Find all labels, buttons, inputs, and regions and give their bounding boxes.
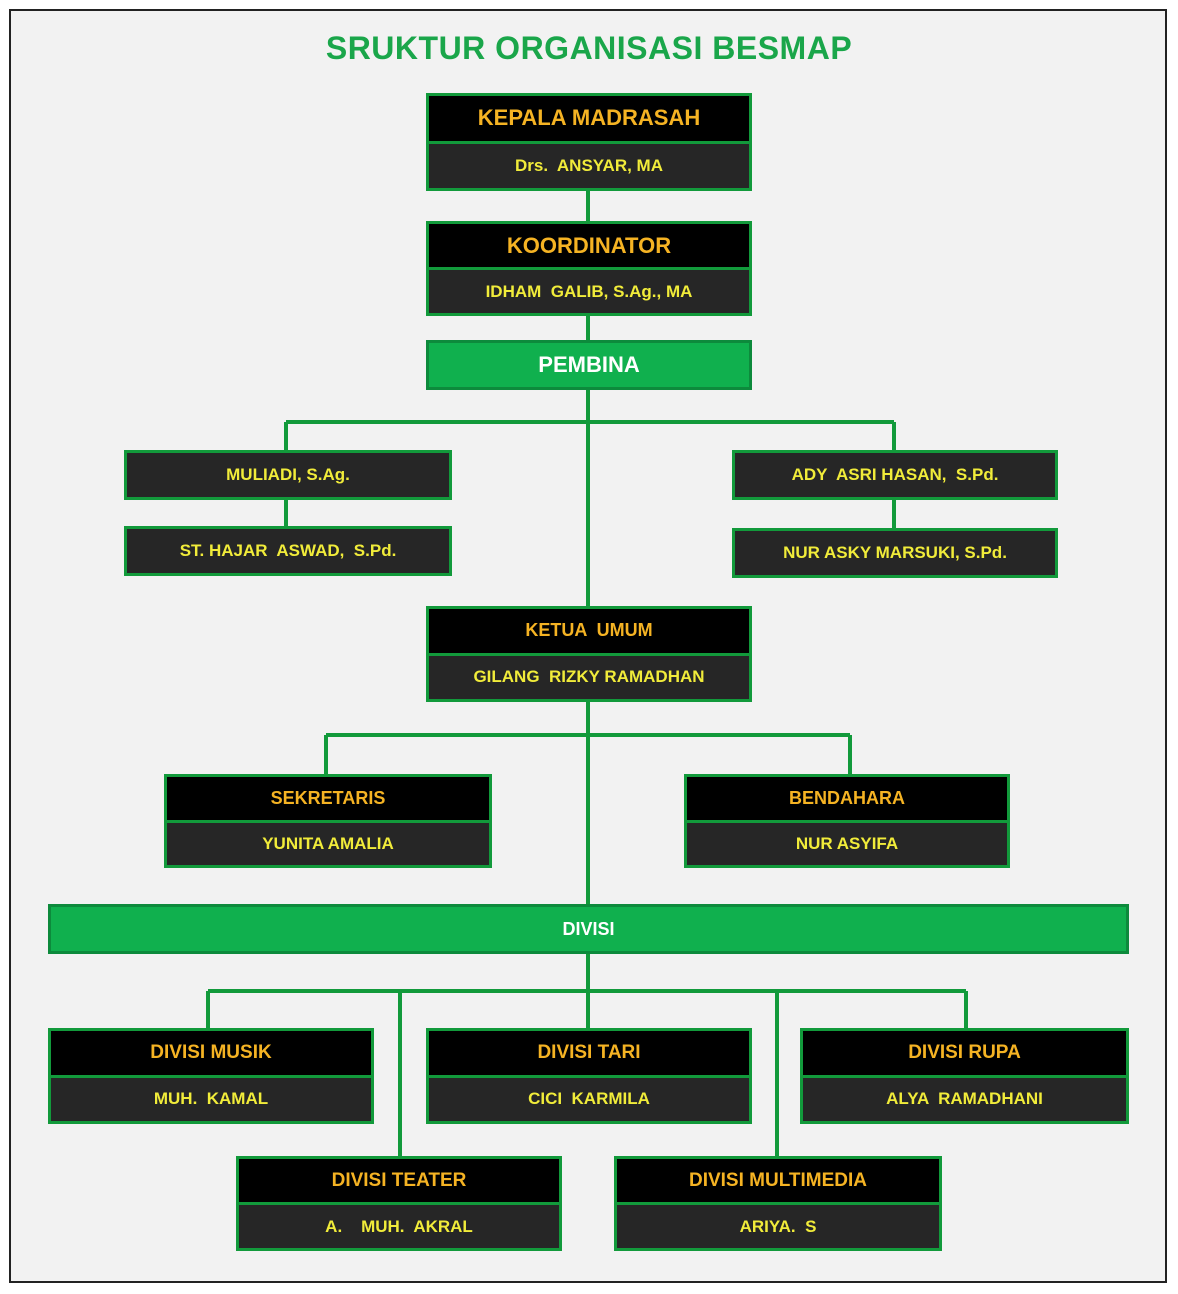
box-separator bbox=[429, 1074, 749, 1078]
koordinator-name: IDHAM GALIB, S.Ag., MA bbox=[429, 270, 749, 313]
pembina-bar: PEMBINA bbox=[426, 340, 752, 390]
box-separator bbox=[687, 819, 1007, 823]
kepala-madrasah-box: KEPALA MADRASAH Drs. ANSYAR, MA bbox=[426, 93, 752, 191]
divisi-musik-role: DIVISI MUSIK bbox=[51, 1031, 371, 1075]
box-separator bbox=[617, 1202, 939, 1205]
box-separator bbox=[429, 140, 749, 144]
divisi-rupa-name: ALYA RAMADHANI bbox=[803, 1077, 1126, 1121]
pembina-member-name: ADY ASRI HASAN, S.Pd. bbox=[735, 453, 1055, 497]
ketua-umum-box: KETUA UMUM GILANG RIZKY RAMADHAN bbox=[426, 606, 752, 702]
ketua-umum-name: GILANG RIZKY RAMADHAN bbox=[429, 655, 749, 699]
divisi-multimedia-box: DIVISI MULTIMEDIA ARIYA. S bbox=[614, 1156, 942, 1251]
bendahara-box: BENDAHARA NUR ASYIFA bbox=[684, 774, 1010, 868]
pembina-member-box: ST. HAJAR ASWAD, S.Pd. bbox=[124, 526, 452, 576]
divisi-tari-name: CICI KARMILA bbox=[429, 1077, 749, 1121]
koordinator-box: KOORDINATOR IDHAM GALIB, S.Ag., MA bbox=[426, 221, 752, 316]
sekretaris-box: SEKRETARIS YUNITA AMALIA bbox=[164, 774, 492, 868]
pembina-member-box: MULIADI, S.Ag. bbox=[124, 450, 452, 500]
bendahara-name: NUR ASYIFA bbox=[687, 822, 1007, 865]
box-separator bbox=[167, 819, 489, 823]
divisi-teater-name: A. MUH. AKRAL bbox=[239, 1205, 559, 1248]
divisi-tari-box: DIVISI TARI CICI KARMILA bbox=[426, 1028, 752, 1124]
pembina-member-name: ST. HAJAR ASWAD, S.Pd. bbox=[127, 529, 449, 573]
divisi-multimedia-name: ARIYA. S bbox=[617, 1205, 939, 1248]
divisi-musik-name: MUH. KAMAL bbox=[51, 1077, 371, 1121]
kepala-madrasah-name: Drs. ANSYAR, MA bbox=[429, 143, 749, 188]
box-separator bbox=[429, 652, 749, 656]
divisi-musik-box: DIVISI MUSIK MUH. KAMAL bbox=[48, 1028, 374, 1124]
divisi-bar: DIVISI bbox=[48, 904, 1129, 954]
pembina-member-name: NUR ASKY MARSUKI, S.Pd. bbox=[735, 531, 1055, 575]
box-separator bbox=[429, 267, 749, 270]
chart-title: SRUKTUR ORGANISASI BESMAP bbox=[325, 30, 853, 66]
sekretaris-role: SEKRETARIS bbox=[167, 777, 489, 820]
divisi-teater-role: DIVISI TEATER bbox=[239, 1159, 559, 1202]
bendahara-role: BENDAHARA bbox=[687, 777, 1007, 820]
divisi-multimedia-role: DIVISI MULTIMEDIA bbox=[617, 1159, 939, 1202]
pembina-member-box: ADY ASRI HASAN, S.Pd. bbox=[732, 450, 1058, 500]
ketua-umum-role: KETUA UMUM bbox=[429, 609, 749, 653]
sekretaris-name: YUNITA AMALIA bbox=[167, 822, 489, 865]
pembina-member-name: MULIADI, S.Ag. bbox=[127, 453, 449, 497]
divisi-teater-box: DIVISI TEATER A. MUH. AKRAL bbox=[236, 1156, 562, 1251]
koordinator-role: KOORDINATOR bbox=[429, 224, 749, 267]
divisi-rupa-box: DIVISI RUPA ALYA RAMADHANI bbox=[800, 1028, 1129, 1124]
box-separator bbox=[803, 1074, 1126, 1078]
box-separator bbox=[51, 1074, 371, 1078]
kepala-madrasah-role: KEPALA MADRASAH bbox=[429, 96, 749, 141]
box-separator bbox=[239, 1202, 559, 1205]
pembina-member-box: NUR ASKY MARSUKI, S.Pd. bbox=[732, 528, 1058, 578]
divisi-tari-role: DIVISI TARI bbox=[429, 1031, 749, 1075]
divisi-rupa-role: DIVISI RUPA bbox=[803, 1031, 1126, 1075]
